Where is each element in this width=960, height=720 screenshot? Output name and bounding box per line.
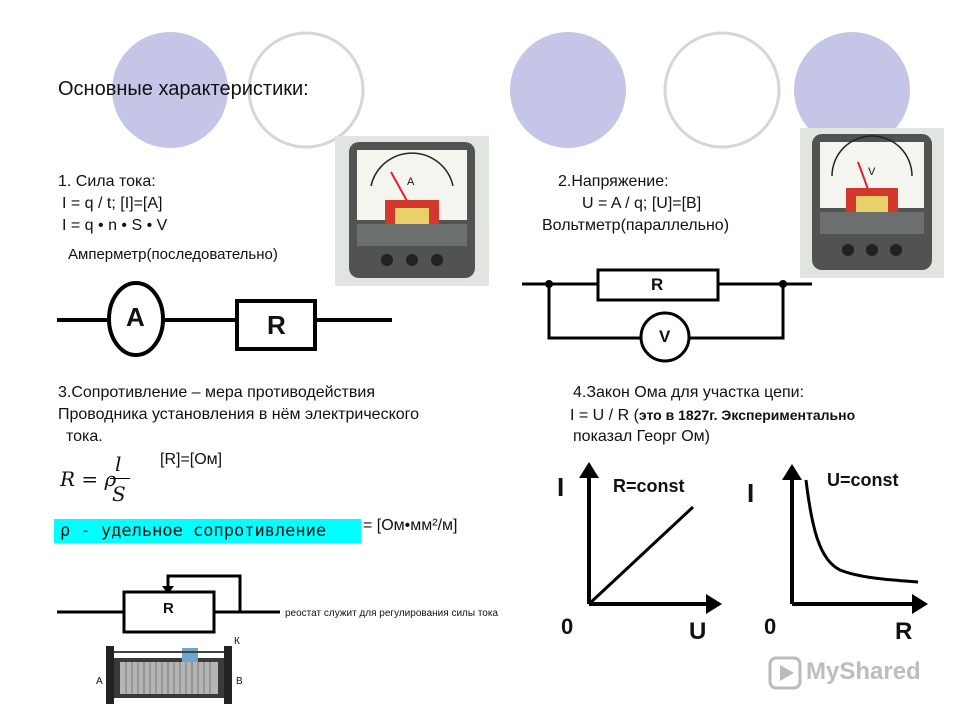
deco-circle-filled-2: [510, 32, 626, 148]
resistance-formula-denominator: S: [112, 482, 126, 506]
graph2-origin: 0: [764, 614, 777, 639]
graph2-y-label: I: [747, 478, 755, 508]
resistivity-unit: = [Ом•мм²/м]: [363, 517, 458, 534]
watermark-logo-icon: [768, 656, 802, 690]
voltmeter-caption: Вольтметр(параллельно): [542, 217, 730, 234]
current-formula-2: I = q • n • S • V: [62, 217, 168, 234]
rheostat-note: реостат служит для регулирования силы то…: [285, 608, 499, 619]
resistance-formula-lhs: R = ρ: [60, 467, 117, 491]
voltmeter-photo: V: [800, 128, 944, 278]
resistance-line-3: тока.: [66, 428, 103, 445]
ohm-note-bold: это в 1827г. Экспериментально: [638, 407, 856, 423]
ammeter-symbol-label: A: [126, 302, 145, 332]
voltmeter-resistor-label: R: [651, 275, 664, 294]
graph1-x-label: U: [689, 618, 707, 645]
watermark-text: MyShared: [806, 658, 921, 685]
graph1-y-label: I: [557, 472, 565, 502]
ohm-line-3: показал Георг Ом): [573, 428, 710, 445]
resistance-unit: [R]=[Ом]: [160, 451, 223, 468]
ammeter-dial-letter: A: [407, 176, 415, 188]
voltage-formula: U = A / q; [U]=[В]: [582, 195, 702, 212]
graph1-linear-curve: [587, 505, 695, 606]
graph2-hyperbola-curve: [804, 479, 919, 584]
resistivity-highlight: ρ - удельное сопротивление: [54, 519, 361, 543]
deco-circle-outline-1: [247, 31, 365, 149]
ammeter-caption: Амперметр(последовательно): [68, 246, 278, 263]
current-heading: 1. Сила тока:: [58, 173, 156, 190]
resistance-formula-fraction-bar: [110, 478, 130, 479]
slide-title: Основные характеристики:: [58, 78, 309, 100]
ohm-line-2: I = U / R (это в 1827г. Экспериментально: [570, 405, 855, 426]
voltmeter-symbol-label: V: [659, 327, 671, 346]
ohm-line-1: 4.Закон Ома для участка цепи:: [573, 384, 805, 401]
graph2-x-label: R: [895, 618, 913, 645]
deco-circle-outline-2: [663, 31, 781, 149]
rheostat-label-a: А: [96, 676, 103, 687]
current-formula-1: I = q / t; [I]=[A]: [62, 195, 163, 212]
rheostat-label-b: В: [236, 676, 243, 687]
rheostat-resistor-label: R: [163, 600, 174, 617]
ammeter-resistor-label: R: [267, 310, 286, 340]
deco-circle-filled-3: [794, 32, 910, 148]
rheostat-photo: А В К: [96, 636, 246, 720]
resistance-line-1: 3.Сопротивление – мера противодействия: [58, 384, 375, 401]
deco-circle-filled-1: [112, 32, 228, 148]
resistance-formula-numerator: l: [115, 452, 122, 476]
resistance-line-2: Проводника установления в нём электричес…: [58, 406, 420, 423]
voltage-heading: 2.Напряжение:: [558, 173, 669, 190]
ohm-formula: I = U / R (: [570, 407, 639, 424]
voltmeter-dial-letter: V: [868, 166, 876, 178]
graph1-origin: 0: [561, 614, 574, 639]
graph2-curve-label: U=const: [827, 470, 899, 490]
ammeter-photo: A: [335, 136, 489, 286]
rheostat-label-k: К: [234, 636, 240, 647]
graph1-curve-label: R=const: [613, 476, 685, 496]
